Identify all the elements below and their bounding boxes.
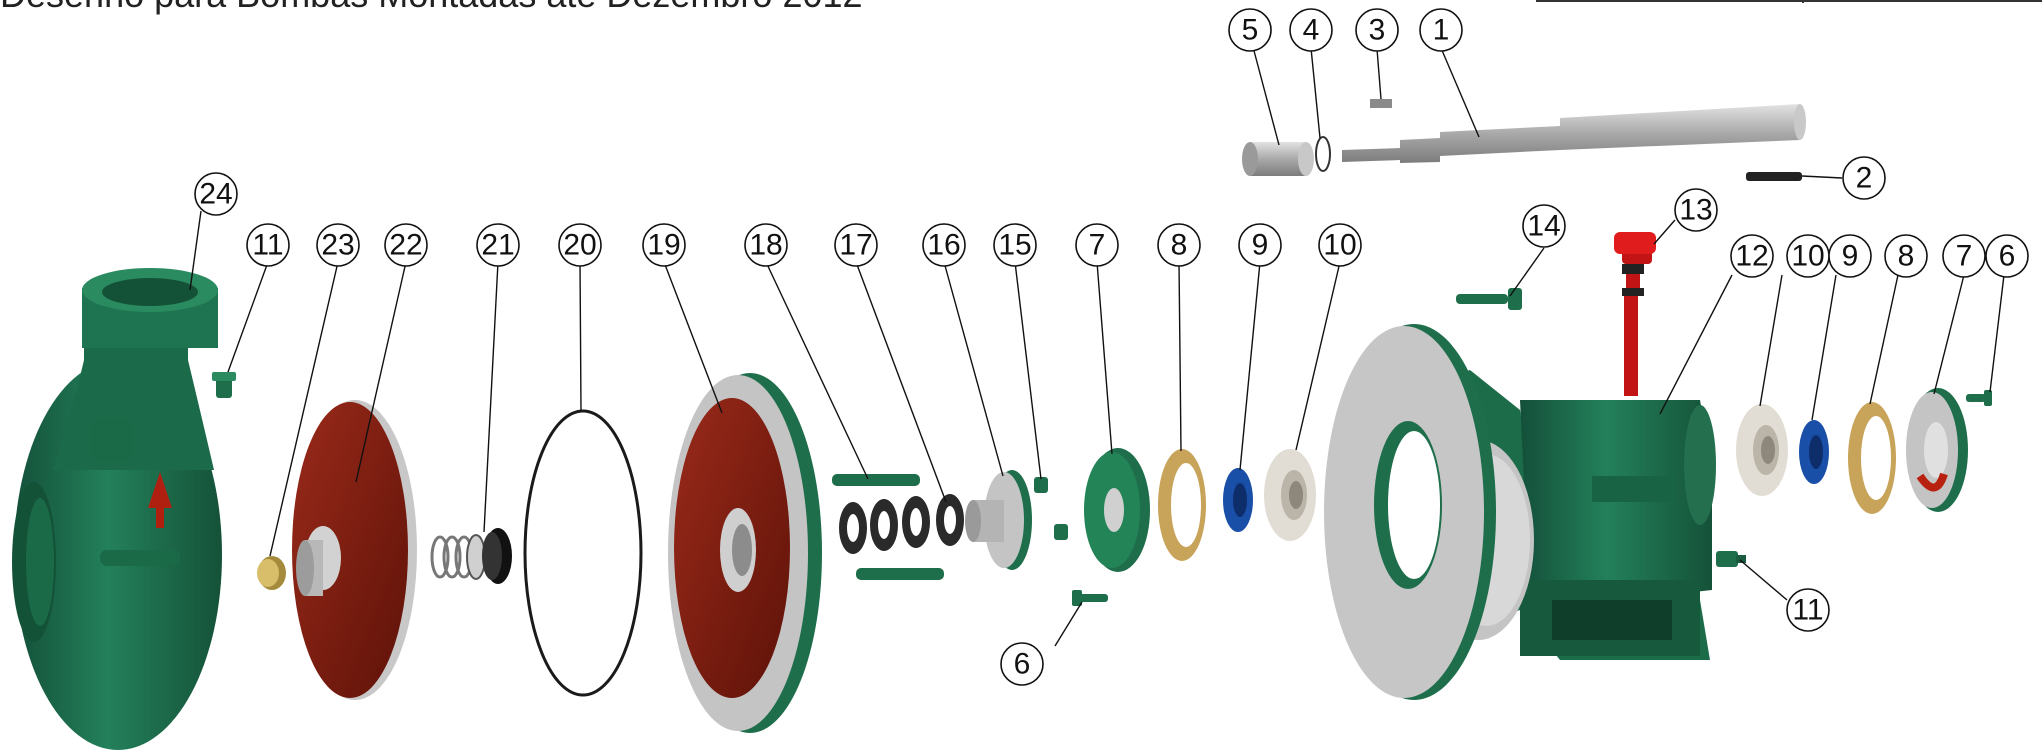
- frame-bolt: [1456, 288, 1522, 310]
- drain-plug-right: [1716, 551, 1746, 567]
- impeller-key: [1370, 99, 1392, 108]
- callout-23: 23: [316, 223, 360, 267]
- svg-text:11: 11: [1792, 594, 1823, 627]
- svg-text:16: 16: [927, 229, 960, 262]
- svg-text:8: 8: [1898, 240, 1915, 273]
- shaft-sleeve: [1242, 142, 1314, 176]
- cover-bolt-right: [1966, 390, 1992, 406]
- lip-seal-left: [1223, 468, 1253, 532]
- callout-11-right: 11: [1786, 588, 1830, 632]
- stud-bolts: [832, 474, 944, 580]
- svg-text:4: 4: [1303, 14, 1320, 47]
- callout-14: 14: [1522, 204, 1566, 248]
- title-block-border: [1536, 0, 2042, 2]
- seal-housing-cover: [668, 373, 822, 733]
- leader-lines: [189, 46, 2005, 647]
- cover-bolt-left: [1072, 590, 1108, 606]
- svg-text:17: 17: [839, 229, 872, 262]
- callout-9-right: 9: [1828, 234, 1872, 278]
- svg-text:9: 9: [1842, 240, 1859, 273]
- svg-text:5: 5: [1242, 14, 1259, 47]
- svg-text:1: 1: [1433, 14, 1450, 47]
- svg-text:22: 22: [389, 229, 422, 262]
- callout-5: 5: [1228, 8, 1272, 52]
- drain-plug-left: [212, 372, 236, 398]
- callout-12: 12: [1730, 234, 1774, 278]
- callout-6-left: 6: [1000, 642, 1044, 686]
- svg-text:7: 7: [1089, 229, 1106, 262]
- callout-10-left: 10: [1318, 223, 1362, 267]
- gasket-right: [1848, 402, 1896, 514]
- svg-text:13: 13: [1679, 194, 1712, 227]
- coupling-key: [1746, 172, 1802, 181]
- ball-bearing-left: [1264, 449, 1316, 541]
- callout-17: 17: [834, 223, 878, 267]
- bearing-frame: [1324, 324, 1716, 700]
- impeller-nut: [257, 556, 286, 590]
- title-block-divider: [1802, 0, 1804, 3]
- shaft-ring: [1315, 136, 1331, 172]
- callout-1: 1: [1419, 8, 1463, 52]
- bearing-cover-left: [1084, 448, 1150, 572]
- gland-nut-upper: [1034, 477, 1048, 493]
- svg-text:10: 10: [1791, 240, 1824, 273]
- svg-text:18: 18: [749, 229, 782, 262]
- callout-22: 22: [384, 223, 428, 267]
- volute-casing: [12, 268, 222, 750]
- callout-8-left: 8: [1157, 223, 1201, 267]
- svg-text:24: 24: [199, 178, 232, 211]
- callout-11-left: 11: [246, 223, 290, 267]
- callout-2: 2: [1842, 156, 1886, 200]
- callout-3: 3: [1355, 8, 1399, 52]
- svg-text:10: 10: [1323, 229, 1356, 262]
- callout-21: 21: [476, 223, 520, 267]
- callout-20: 20: [558, 223, 602, 267]
- callout-19: 19: [642, 223, 686, 267]
- callout-24: 24: [194, 172, 238, 216]
- callout-13: 13: [1674, 188, 1718, 232]
- svg-text:14: 14: [1527, 210, 1560, 243]
- callout-7-left: 7: [1075, 223, 1119, 267]
- callout-16: 16: [922, 223, 966, 267]
- drawing-title: Desenho para Bombas Montadas até Dezembr…: [0, 0, 863, 16]
- impeller: [292, 400, 417, 700]
- svg-text:2: 2: [1856, 162, 1873, 195]
- svg-text:23: 23: [321, 229, 354, 262]
- gland-nut-lower: [1054, 524, 1068, 540]
- svg-text:3: 3: [1369, 14, 1386, 47]
- callout-4: 4: [1289, 8, 1333, 52]
- ball-bearing-right: [1736, 404, 1788, 496]
- svg-text:9: 9: [1252, 229, 1269, 262]
- svg-text:11: 11: [252, 229, 283, 262]
- svg-text:21: 21: [481, 229, 514, 262]
- oil-fill-plug: [1614, 232, 1656, 396]
- svg-text:20: 20: [563, 229, 596, 262]
- callout-7-right: 7: [1942, 234, 1986, 278]
- svg-text:6: 6: [1014, 648, 1031, 681]
- lip-seal-right: [1799, 420, 1829, 484]
- callout-18: 18: [744, 223, 788, 267]
- svg-text:8: 8: [1171, 229, 1188, 262]
- mechanical-seal: [430, 528, 512, 584]
- svg-text:19: 19: [647, 229, 680, 262]
- bearing-cover-right: [1906, 388, 1968, 512]
- svg-text:7: 7: [1956, 240, 1973, 273]
- svg-text:12: 12: [1735, 240, 1768, 273]
- callout-9-left: 9: [1238, 223, 1282, 267]
- svg-text:15: 15: [998, 229, 1031, 262]
- pump-shaft: [1342, 104, 1806, 163]
- packing-rings: [839, 494, 964, 554]
- o-ring-gasket: [523, 409, 643, 697]
- callout-6-right: 6: [1985, 234, 2029, 278]
- callout-10-right: 10: [1786, 234, 1830, 278]
- callout-15: 15: [993, 223, 1037, 267]
- svg-text:6: 6: [1999, 240, 2016, 273]
- callout-8-right: 8: [1884, 234, 1928, 278]
- gasket-left: [1158, 449, 1206, 561]
- packing-gland: [965, 470, 1032, 570]
